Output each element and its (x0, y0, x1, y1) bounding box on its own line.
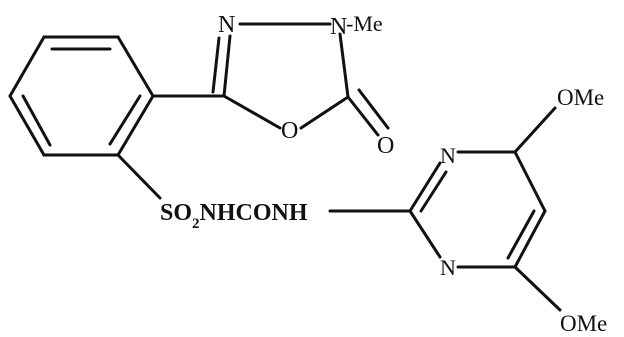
benzene-double-bond (108, 94, 142, 146)
sulfonylurea-linker: SO2NHCONH (160, 200, 308, 232)
triazole-n2-label: N (330, 14, 347, 40)
ring-oxygen-label: O (281, 118, 298, 144)
linker-rest: NHCONH (200, 200, 308, 226)
carbonyl-bond-inner (357, 88, 390, 130)
o-c-bond (222, 94, 282, 130)
pyrimidine-bond (513, 150, 547, 213)
benzene-bond (116, 94, 155, 157)
carbonyl-oxygen-label: O (377, 133, 394, 159)
pyrimidine-bond (513, 209, 547, 269)
pyrimidine-n-lower-label: N (440, 255, 456, 280)
aryl-sulfonyl-bond (116, 153, 162, 200)
n-methyl-label: -Me (346, 11, 383, 36)
c-n-double-bond (222, 34, 232, 98)
n-c-bond (338, 32, 350, 99)
c-n-double-bond-inner (211, 36, 221, 94)
pyrimidine-ring (408, 106, 562, 312)
benzene-bond (8, 35, 46, 98)
linker-subscript: 2 (192, 216, 200, 232)
linker-so: SO (160, 200, 192, 226)
pyrimidine-bond (408, 161, 442, 213)
c-o-bond (299, 95, 350, 130)
benzene-double-bond (21, 94, 52, 147)
methoxy-bond (513, 106, 557, 154)
pyrimidine-double-bond (506, 209, 536, 260)
pyrimidine-bond (408, 209, 442, 259)
carbonyl-bond (346, 95, 380, 137)
benzene-bond (116, 35, 155, 98)
methoxy-lower-label: OMe (560, 311, 607, 336)
pyrimidine-n-upper-label: N (440, 143, 456, 168)
benzene-bond (8, 94, 46, 157)
methoxy-upper-label: OMe (557, 85, 604, 110)
pyrimidine-double-bond (419, 170, 448, 213)
triazole-n1-label: N (218, 12, 235, 38)
oxadiazolone-ring (211, 22, 390, 137)
benzene-ring (8, 35, 155, 157)
methoxy-bond (513, 265, 562, 312)
